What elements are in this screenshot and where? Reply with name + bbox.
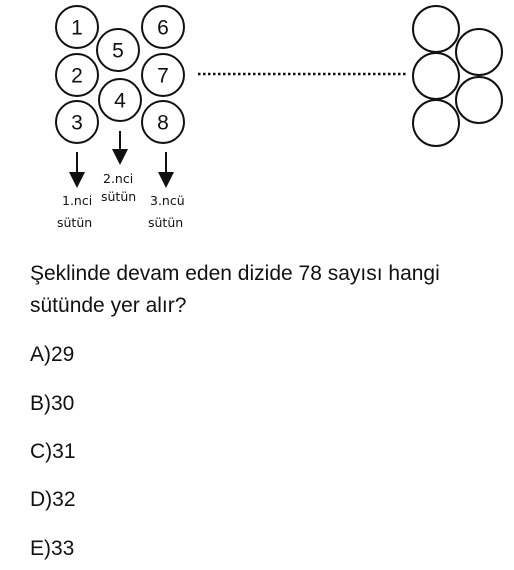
circle-5-number: 5 <box>112 40 124 63</box>
circle-2-number: 2 <box>71 65 83 88</box>
column-1-label-line2: sütün <box>57 215 92 230</box>
circle-4-number: 4 <box>114 90 126 113</box>
circle-7: 7 <box>141 53 185 97</box>
question-text: Şeklinde devam eden dizide 78 sayısı han… <box>30 262 440 317</box>
circle-1: 1 <box>55 5 99 49</box>
end-circle <box>412 52 460 100</box>
end-circle <box>455 76 503 124</box>
circle-8: 8 <box>141 100 185 144</box>
column-3-label-line2: sütün <box>148 215 183 230</box>
circle-3-number: 3 <box>71 112 83 135</box>
end-circle <box>412 99 460 147</box>
circle-1-number: 1 <box>71 17 83 40</box>
circle-6-number: 6 <box>157 17 169 40</box>
end-circle <box>455 28 503 76</box>
end-circle <box>412 5 460 53</box>
choice-a[interactable]: A)29 <box>30 343 75 366</box>
column-1-label-line1: 1.nci <box>62 193 92 208</box>
column-2-label-line1: 2.nci <box>103 171 133 186</box>
circle-6: 6 <box>141 5 185 49</box>
circle-5: 5 <box>96 28 140 72</box>
circle-3: 3 <box>55 100 99 144</box>
choice-c[interactable]: C)31 <box>30 440 76 463</box>
circle-2: 2 <box>55 53 99 97</box>
circle-pattern-diagram: 1 2 3 5 4 6 7 8 <box>55 5 503 230</box>
end-circle-cluster <box>412 5 503 147</box>
circle-8-number: 8 <box>157 112 169 135</box>
choice-d[interactable]: D)32 <box>30 488 76 511</box>
column-2-label-line2: sütün <box>101 189 136 204</box>
column-3-label-line1: 3.ncü <box>150 193 185 208</box>
choice-e[interactable]: E)33 <box>30 537 75 560</box>
circle-7-number: 7 <box>157 65 169 88</box>
sequence-figure: 1 2 3 5 4 6 7 8 <box>0 0 514 240</box>
circle-4: 4 <box>98 78 142 122</box>
choice-b[interactable]: B)30 <box>30 392 75 415</box>
